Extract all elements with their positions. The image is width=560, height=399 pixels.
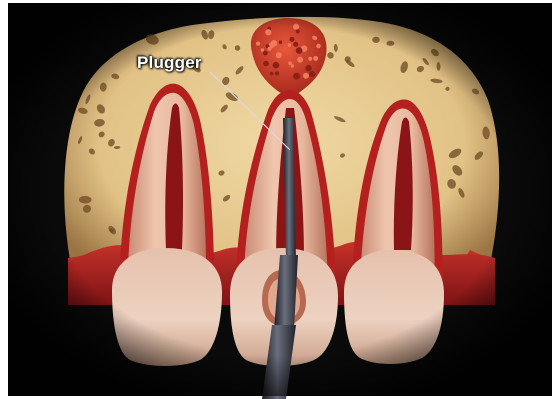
- plugger-label: Plugger: [137, 53, 202, 73]
- vignette-overlay: [8, 3, 552, 396]
